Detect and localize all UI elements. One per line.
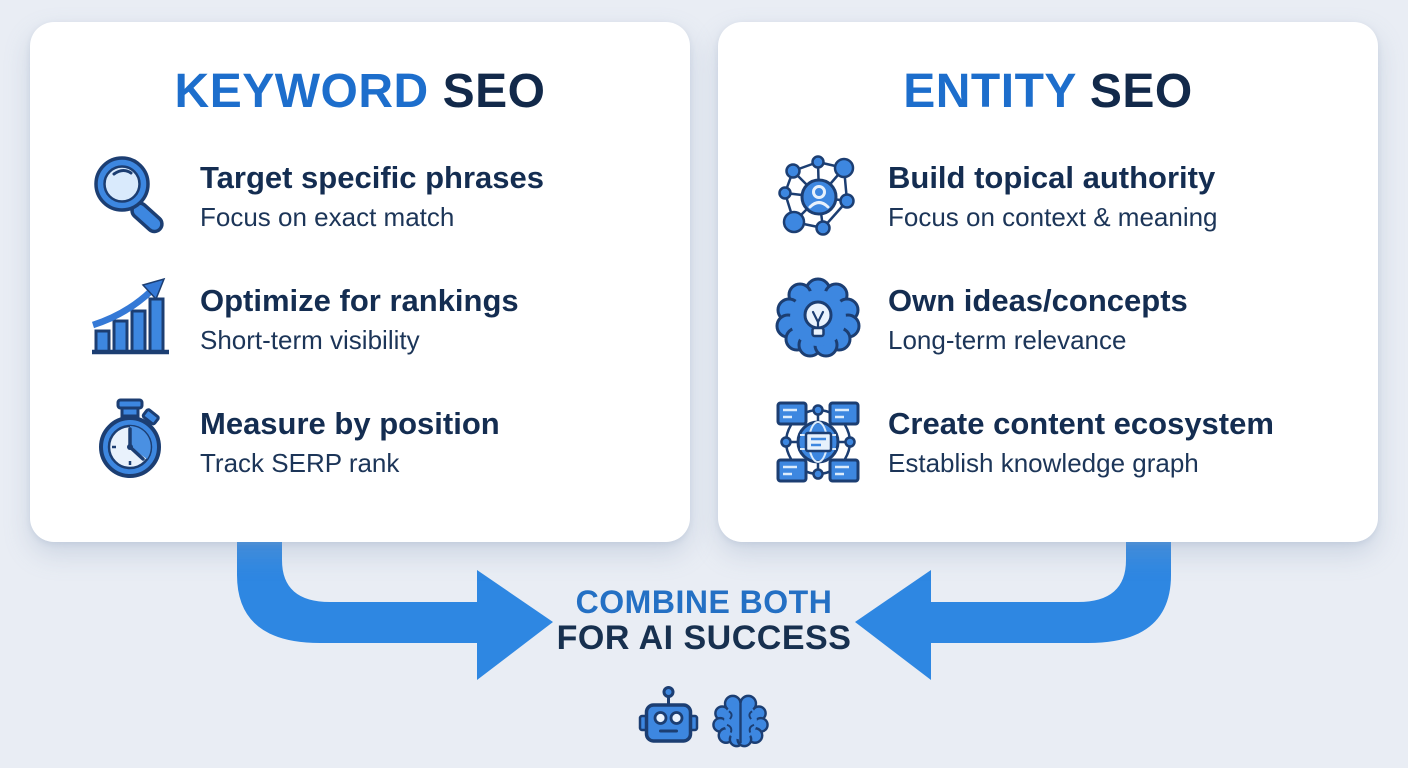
combine-line2: FOR AI SUCCESS <box>556 618 852 657</box>
robot-icon <box>638 684 699 755</box>
item-heading: Measure by position <box>200 405 500 441</box>
magnifier-icon <box>84 150 176 242</box>
list-item: Own ideas/concepts Long-term relevance <box>772 273 1378 365</box>
combine-line1: COMBINE BOTH <box>575 584 833 620</box>
keyword-seo-items: Target specific phrases Focus on exact m… <box>84 150 690 488</box>
list-item: Build topical authority Focus on context… <box>772 150 1378 242</box>
combine-message: COMBINE BOTH FOR AI SUCCESS <box>556 584 852 657</box>
item-text: Create content ecosystem Establish knowl… <box>888 405 1274 478</box>
brain-idea-icon <box>772 273 864 365</box>
item-text: Measure by position Track SERP rank <box>200 405 500 478</box>
left-elbow-arrow <box>237 540 553 680</box>
keyword-seo-title-primary: KEYWORD <box>174 65 429 118</box>
item-heading: Optimize for rankings <box>200 282 519 318</box>
list-item: Optimize for rankings Short-term visibil… <box>84 273 690 365</box>
item-subtext: Short-term visibility <box>200 324 420 355</box>
item-subtext: Long-term relevance <box>888 324 1127 355</box>
converging-arrows <box>237 540 1171 680</box>
item-text: Target specific phrases Focus on exact m… <box>200 159 545 232</box>
footer-icons <box>638 684 770 755</box>
list-item: Measure by position Track SERP rank <box>84 396 690 488</box>
item-subtext: Focus on context & meaning <box>888 201 1218 232</box>
entity-network-icon <box>772 150 864 242</box>
keyword-seo-title-secondary: SEO <box>442 65 546 118</box>
item-heading: Build topical authority <box>888 159 1216 195</box>
item-subtext: Focus on exact match <box>200 201 455 232</box>
entity-seo-title: ENTITY SEO <box>718 68 1378 116</box>
item-heading: Create content ecosystem <box>888 405 1274 441</box>
list-item: Create content ecosystem Establish knowl… <box>772 396 1378 488</box>
entity-seo-items: Build topical authority Focus on context… <box>772 150 1378 488</box>
entity-seo-card: ENTITY SEO <box>718 22 1378 542</box>
item-heading: Own ideas/concepts <box>888 282 1188 318</box>
list-item: Target specific phrases Focus on exact m… <box>84 150 690 242</box>
item-text: Optimize for rankings Short-term visibil… <box>200 282 519 355</box>
right-elbow-arrow <box>855 540 1171 680</box>
item-text: Build topical authority Focus on context… <box>888 159 1218 232</box>
content-ecosystem-icon <box>772 396 864 488</box>
item-subtext: Track SERP rank <box>200 447 400 478</box>
keyword-seo-card: KEYWORD SEO Target specific phrases Focu… <box>30 22 690 542</box>
item-subtext: Establish knowledge graph <box>888 447 1199 478</box>
growth-chart-icon <box>84 273 176 365</box>
item-heading: Target specific phrases <box>200 159 545 195</box>
keyword-seo-title: KEYWORD SEO <box>30 68 690 116</box>
brain-icon <box>712 692 770 755</box>
item-text: Own ideas/concepts Long-term relevance <box>888 282 1188 355</box>
stopwatch-icon <box>84 396 176 488</box>
entity-seo-title-primary: ENTITY <box>903 65 1077 118</box>
entity-seo-title-secondary: SEO <box>1089 65 1193 118</box>
